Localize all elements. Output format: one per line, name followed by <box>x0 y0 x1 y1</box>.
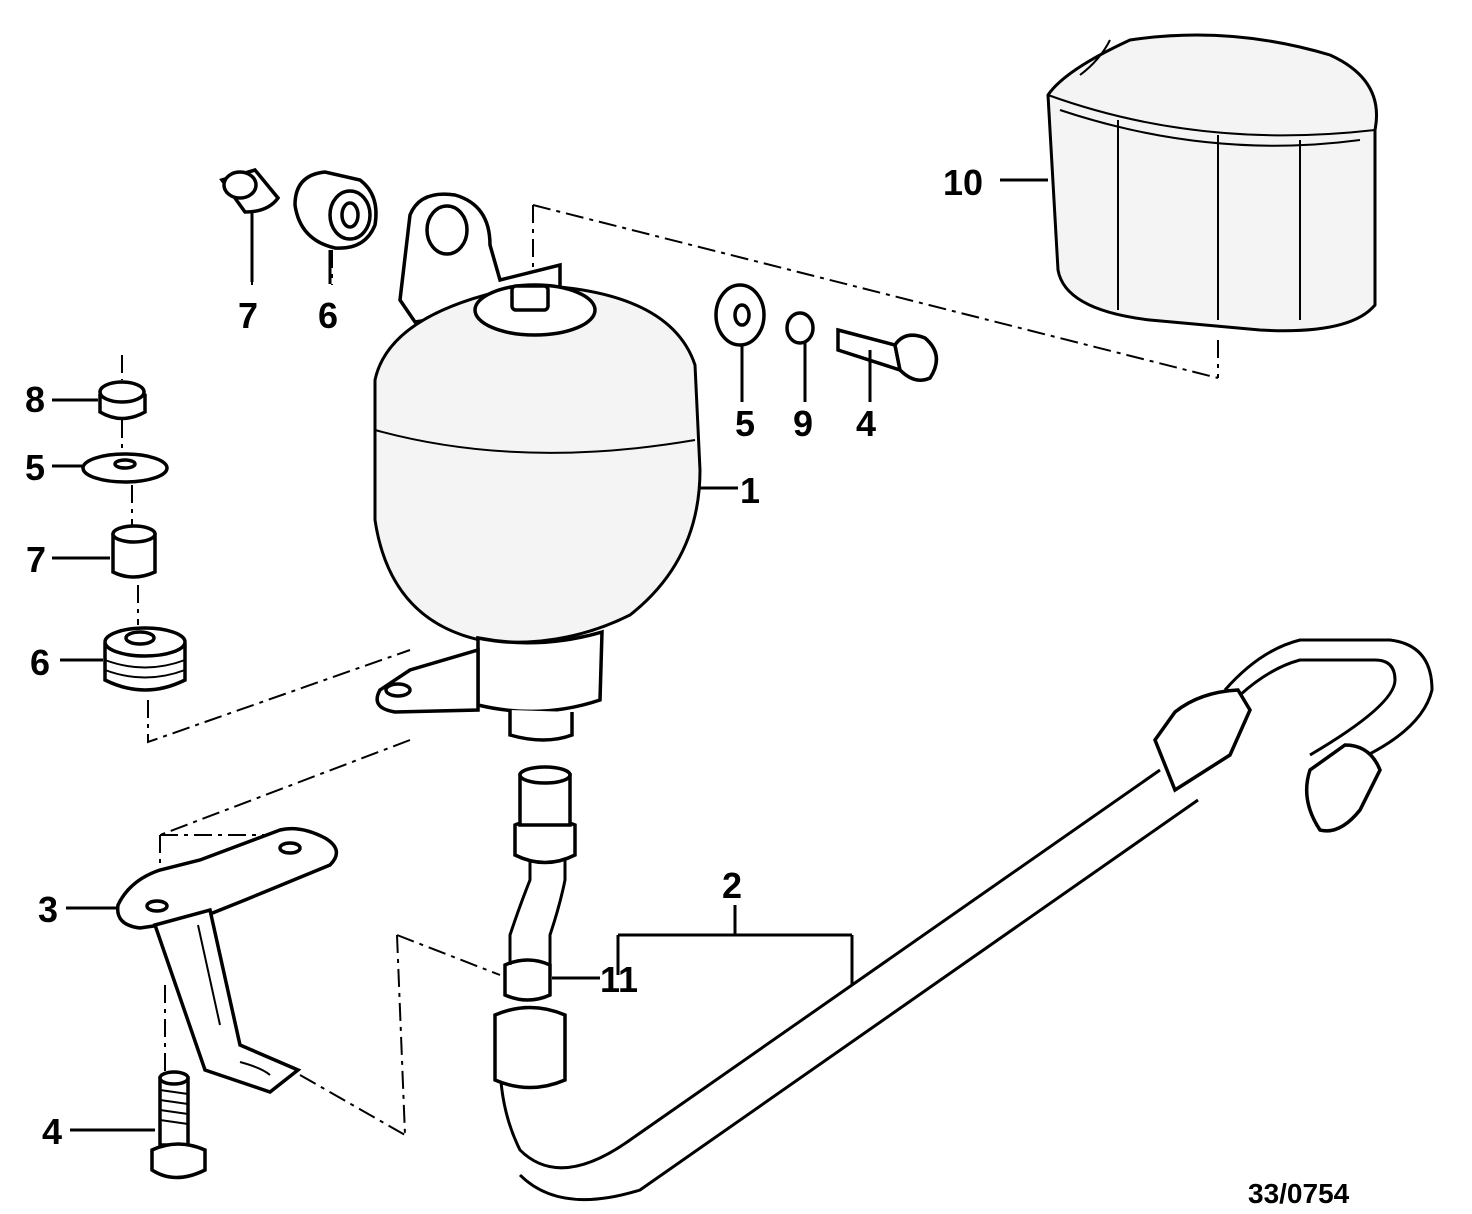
callout-4-top: 4 <box>856 403 876 444</box>
callout-7-left: 7 <box>26 539 46 580</box>
callout-11: 11 <box>600 959 638 1000</box>
part-cover <box>1046 33 1378 333</box>
drawing-reference-number: 33/0754 <box>1248 1178 1350 1209</box>
part-pressure-hose <box>493 638 1434 1202</box>
callouts: 1 2 3 4 4 5 5 6 6 7 7 8 9 10 11 <box>25 162 983 1152</box>
callout-10: 10 <box>943 162 983 203</box>
part-lock-ring <box>785 311 815 345</box>
part-sleeve-left <box>111 524 157 579</box>
callout-5-top: 5 <box>735 403 755 444</box>
part-bracket <box>115 826 339 1094</box>
callout-1: 1 <box>740 470 760 511</box>
part-bolt-right <box>836 327 939 382</box>
callout-5-left: 5 <box>25 447 45 488</box>
part-nut-left <box>98 380 147 421</box>
callout-3: 3 <box>38 889 58 930</box>
callout-9: 9 <box>793 403 813 444</box>
leader-lines <box>52 178 1048 1132</box>
part-rubber-mount-top <box>293 170 378 250</box>
part-sleeve-top <box>219 167 281 214</box>
callout-4-bottom: 4 <box>42 1111 62 1152</box>
callout-8: 8 <box>25 379 45 420</box>
part-washer-right <box>714 283 766 347</box>
callout-6-left: 6 <box>30 642 50 683</box>
part-pressure-accumulator <box>373 192 702 742</box>
callout-7-top: 7 <box>238 295 258 336</box>
assembly-guide-lines <box>121 204 1219 1136</box>
part-bolt-lower <box>150 1070 207 1180</box>
callout-2: 2 <box>722 865 742 906</box>
part-washer-left <box>81 452 169 484</box>
callout-6-top: 6 <box>318 295 338 336</box>
part-rubber-mount-left <box>103 626 187 692</box>
